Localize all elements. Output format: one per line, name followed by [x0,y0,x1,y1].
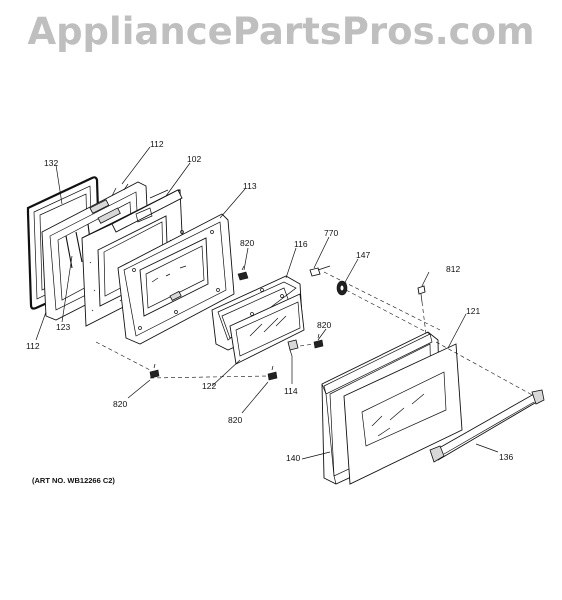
callout-123: 123 [56,322,70,332]
callout-114: 114 [284,386,298,396]
callout-112-top: 112 [150,139,164,149]
callout-136: 136 [499,452,513,462]
callout-820-left: 820 [113,399,127,409]
screw-812 [417,285,426,303]
part-122-window-glass [229,293,305,365]
callout-820-lower: 820 [228,415,242,425]
callout-132: 132 [44,158,58,168]
assembly-guide-lines [95,271,535,397]
callout-102: 102 [187,154,201,164]
washer-147 [336,280,348,296]
callout-113: 113 [243,181,257,191]
callout-leaders [35,146,499,460]
part-113-inner-door-panel [117,213,235,345]
screw-820-lower [267,365,278,381]
art-number: (ART NO. WB12266 C2) [32,476,115,485]
part-114-clip [287,339,299,357]
callout-820-right: 820 [317,320,331,330]
part-121-outer-glass-panel [343,343,463,485]
callout-116: 116 [294,239,308,249]
callout-122: 122 [202,381,216,391]
screw-770 [309,265,331,277]
callout-121: 121 [466,306,480,316]
callout-147: 147 [356,250,370,260]
screw-820-upper [237,265,249,281]
screw-820-left [149,363,160,379]
callout-812: 812 [446,264,460,274]
callout-112-left: 112 [26,341,40,351]
watermark-text: AppliancePartsPros.com [27,10,535,53]
callout-820-upper: 820 [240,238,254,248]
part-136-door-handle [429,389,545,463]
callout-140: 140 [286,453,300,463]
screw-820-right [313,333,324,349]
callout-770: 770 [324,228,338,238]
